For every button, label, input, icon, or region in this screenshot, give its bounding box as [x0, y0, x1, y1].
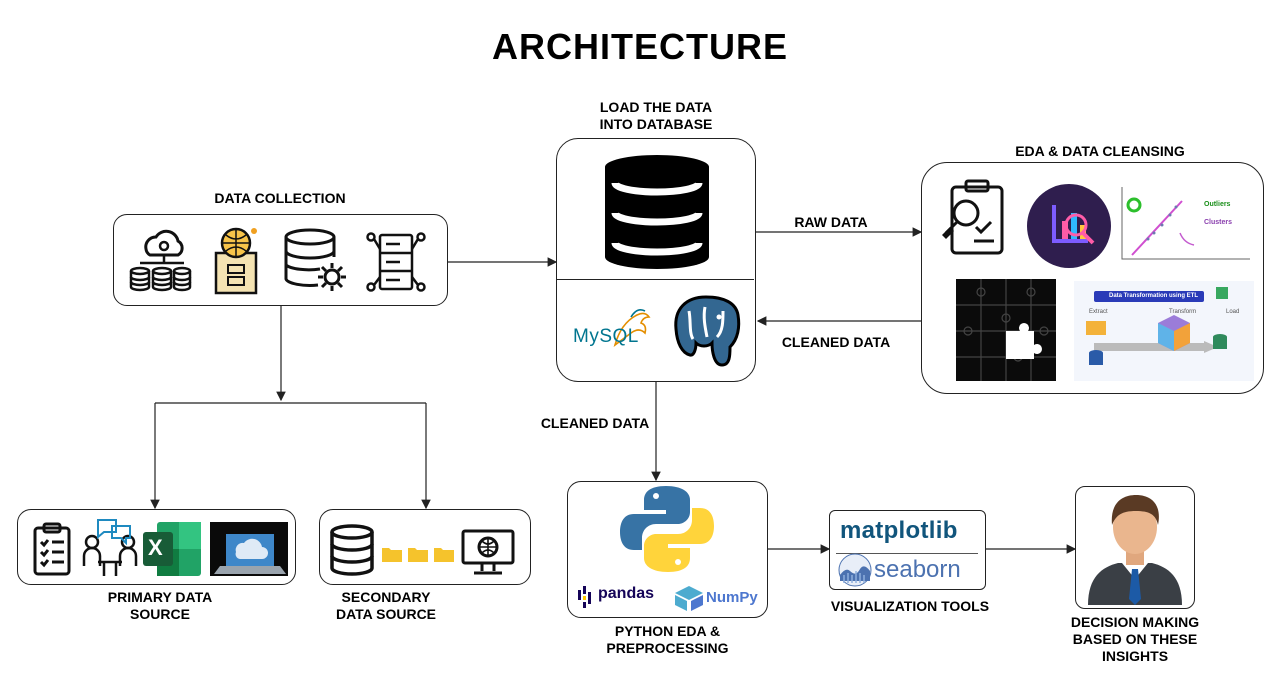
python-box: pandas NumPy [567, 481, 768, 618]
global-database-icon [214, 227, 258, 295]
interview-icon [82, 519, 138, 576]
cleaned-data-right-label: CLEANED DATA [781, 334, 891, 350]
cloud-database-icon [129, 229, 192, 292]
load-db-label-line1: LOAD THE DATA [599, 99, 713, 115]
load-db-label-line2: INTO DATABASE [599, 116, 713, 132]
data-collection-box [113, 214, 448, 306]
cloud-laptop-icon [210, 522, 288, 576]
database-icon [605, 155, 709, 269]
decision-label-line1: DECISION MAKING [1070, 614, 1200, 630]
seaborn-logo-icon [838, 553, 872, 587]
primary-source-box: X [17, 509, 296, 585]
puzzle-icon [956, 279, 1056, 381]
etl-load-text: Load [1226, 309, 1240, 315]
postgresql-elephant-icon [674, 295, 741, 367]
clusters-text: Clusters [1204, 219, 1233, 226]
excel-icon [143, 522, 201, 576]
data-collection-label: DATA COLLECTION [214, 190, 346, 206]
analysis-clipboard-icon [942, 179, 1004, 255]
database-settings-icon [284, 228, 346, 291]
checklist-icon [33, 522, 71, 576]
decision-box [1075, 486, 1195, 609]
etl-banner-text: Data Transformation using ETL [1108, 293, 1198, 299]
numpy-text: NumPy [706, 589, 758, 606]
etl-extract-text: Extract [1089, 309, 1108, 315]
visualization-label: VISUALIZATION TOOLS [830, 598, 990, 614]
visualization-box: matplotlib seaborn [829, 510, 986, 590]
database-divider [557, 279, 754, 280]
mysql-logo: MySQL [573, 326, 639, 347]
web-monitor-icon [461, 529, 515, 575]
eda-box: Outliers Clusters Data Transformation us… [921, 162, 1264, 394]
database-outline-icon [330, 524, 374, 576]
primary-label-line2: SOURCE [130, 606, 190, 622]
secondary-label-line2: DATA SOURCE [335, 606, 437, 622]
numpy-logo-icon [675, 586, 703, 611]
viz-divider [836, 553, 978, 554]
etl-transform-text: Transform [1169, 309, 1197, 315]
analytics-chart-icon [1027, 184, 1111, 268]
outliers-scatter-icon [1121, 187, 1250, 260]
pandas-logo-icon [578, 586, 591, 608]
python-label-line1: PYTHON EDA & [614, 623, 721, 639]
businessman-icon [1088, 495, 1182, 605]
matplotlib-text: matplotlib [840, 517, 958, 544]
dolphin-icon [613, 309, 651, 347]
secondary-source-box [319, 509, 531, 585]
seaborn-text: seaborn [874, 556, 961, 583]
python-label-line2: PREPROCESSING [606, 640, 729, 656]
outliers-text: Outliers [1204, 201, 1231, 208]
excel-letter: X [148, 535, 163, 560]
server-network-icon [366, 232, 426, 292]
etl-diagram-icon [1074, 281, 1254, 381]
page-title: ARCHITECTURE [492, 26, 788, 67]
secondary-label-line1: SECONDARY [341, 589, 431, 605]
database-box: MySQL [556, 138, 756, 382]
primary-label-line1: PRIMARY DATA [107, 589, 213, 605]
decision-label-line3: INSIGHTS [1101, 648, 1169, 664]
python-logo-icon [620, 486, 714, 572]
cleaned-data-down-label: CLEANED DATA [540, 415, 650, 431]
folders-icon [382, 548, 454, 562]
pandas-text: pandas [598, 585, 655, 602]
decision-label-line2: BASED ON THESE [1072, 631, 1198, 647]
raw-data-label: RAW DATA [794, 214, 868, 230]
eda-label: EDA & DATA CLEANSING [1015, 143, 1185, 159]
